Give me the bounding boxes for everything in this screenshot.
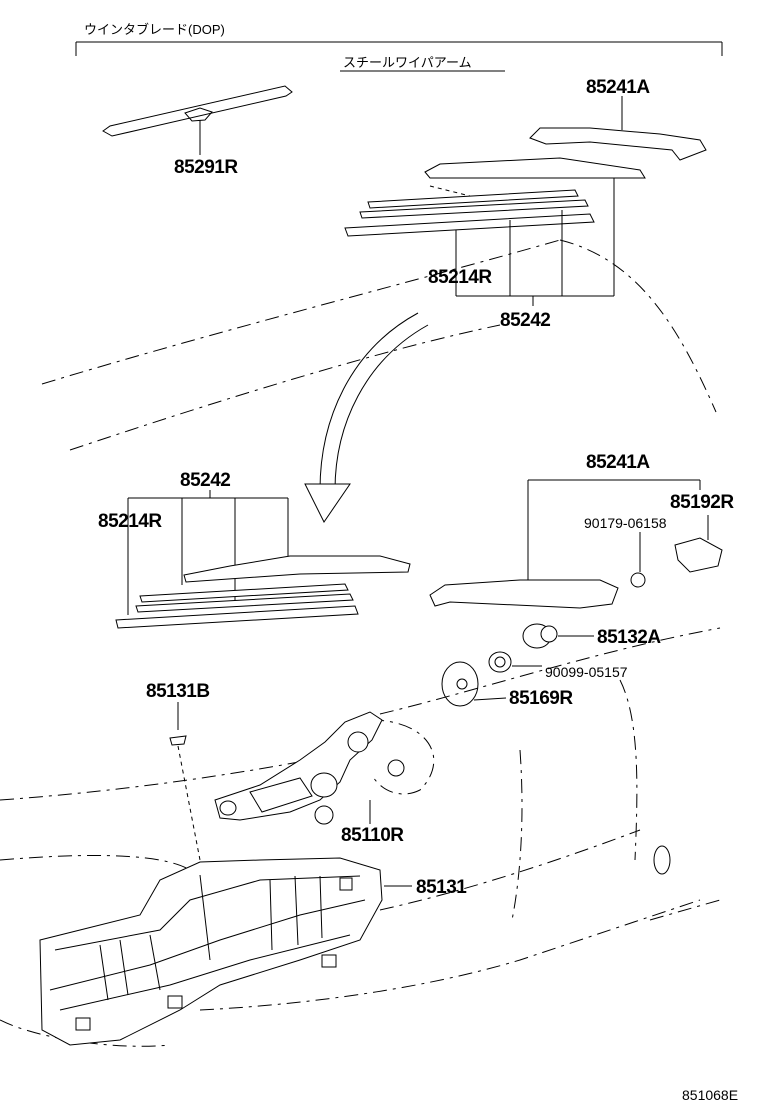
lower-blade-assembly	[115, 490, 411, 629]
dop-blade-85291R	[102, 85, 293, 155]
subgroup-title: スチールワイパアーム	[343, 55, 472, 70]
label-upper-blade-assy: 85242	[500, 310, 550, 331]
transition-arrow	[304, 312, 429, 523]
pivot-cap-85132A	[522, 623, 594, 649]
wiper-motor-85110R	[214, 711, 405, 825]
nut-90179-06158	[630, 532, 646, 588]
upper-arm-85241A	[529, 96, 707, 161]
label-grommet: 85169R	[509, 688, 573, 709]
grommet-85169R	[441, 661, 507, 707]
label-lower-arm: 85241A	[586, 452, 650, 473]
label-upper-arm: 85241A	[586, 77, 650, 98]
screw-85131B	[169, 702, 201, 861]
category-bracket	[75, 41, 723, 56]
label-lower-blade-assy: 85242	[180, 470, 230, 491]
nut-90099-05157	[488, 651, 542, 673]
label-upper-rubber: 85214R	[428, 267, 492, 288]
label-pivot-cap: 85132A	[597, 627, 661, 648]
label-nut-upper: 90179-06158	[584, 515, 667, 531]
body-outline-upper	[41, 239, 717, 451]
label-cover: 85131	[416, 877, 467, 898]
diagram-code: 851068E	[682, 1087, 738, 1103]
motor-cover-85131	[39, 857, 412, 1046]
upper-blade-assembly	[344, 157, 646, 306]
label-nut-lower: 90099-05157	[545, 664, 628, 680]
wiper-cap-85192R	[674, 537, 723, 573]
lower-arm-85241A	[429, 479, 709, 609]
label-lower-rubber: 85214R	[98, 511, 162, 532]
label-cap: 85192R	[670, 492, 734, 513]
category-title: ウインタブレード(DOP)	[84, 22, 225, 37]
label-85291R: 85291R	[174, 157, 238, 178]
label-screw: 85131B	[146, 681, 210, 702]
label-motor: 85110R	[341, 825, 404, 846]
